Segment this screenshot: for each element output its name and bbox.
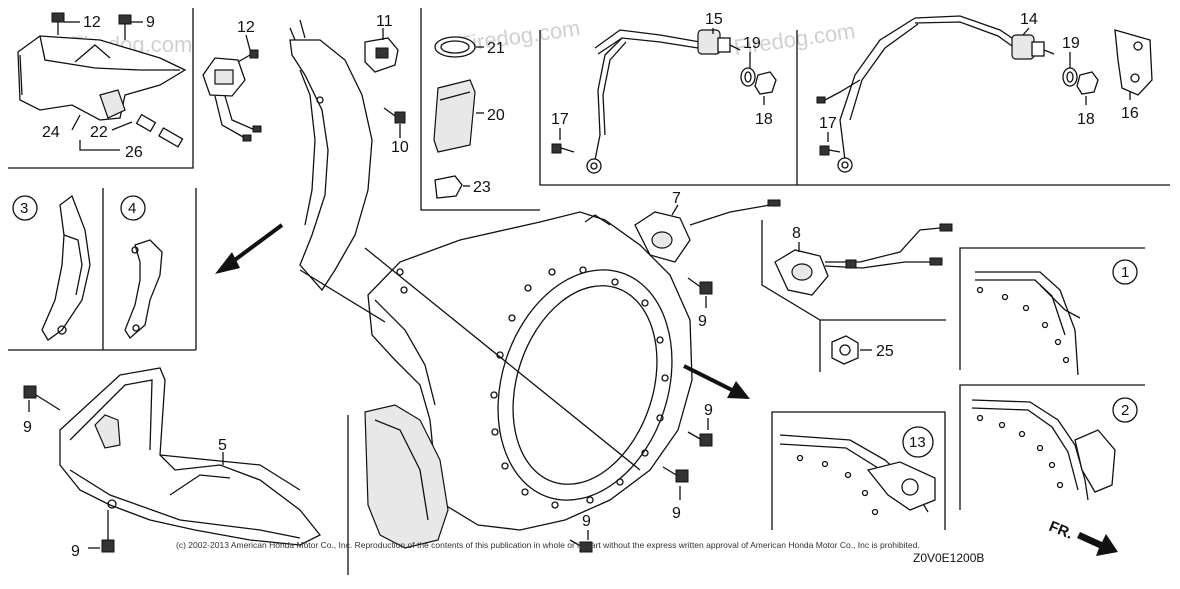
bolt-9-shroud-c [569,539,593,553]
clip-23 [434,175,463,199]
part-label: 9 [71,543,80,560]
svg-text:13: 13 [909,434,926,451]
part-label: 10 [391,139,409,156]
part-label: 7 [672,190,681,207]
bolt-12-top [51,12,65,35]
part-label: 12 [83,14,101,31]
part-label: 17 [819,115,837,132]
part-label: 5 [218,437,227,454]
clamp-21 [434,36,476,58]
part-label: 18 [755,111,773,128]
part-label: 16 [1121,105,1139,122]
sensor-wire-assembly-15 [586,29,741,174]
bolt-10 [383,107,406,124]
part-label: 9 [146,14,155,31]
diagram-code: Z0V0E1200B [913,551,984,565]
part-label: 18 [1077,111,1095,128]
detail-view-2: 2 [959,384,1145,510]
part-label: 8 [792,225,801,242]
sensor-8 [774,223,953,296]
part-label: 9 [23,419,32,436]
part-label: 23 [473,179,491,196]
callout-4: 4 [120,195,146,221]
direction-arrow-left [215,223,284,274]
part-label: 20 [487,107,505,124]
part-label: 22 [90,124,108,141]
watermark: Firedog.com [457,15,582,57]
part-label: 24 [42,124,60,141]
part-label: 11 [376,13,393,30]
part-label: 19 [1062,35,1080,52]
front-direction-marker: FR. [1047,518,1118,556]
nut-18b [1076,71,1099,95]
nut-18a [754,71,777,95]
shroud-variant-3 [41,194,91,341]
direction-arrow-right [683,364,750,399]
svg-text:1: 1 [1121,264,1129,281]
svg-text:2: 2 [1121,402,1129,419]
fan-shroud [364,211,693,549]
svg-text:4: 4 [128,200,136,217]
screw-17b [819,145,841,156]
part-label: 19 [743,35,761,52]
clip-11 [364,37,399,73]
part-label: 15 [705,11,723,28]
part-label: 9 [582,513,591,530]
part-label: 14 [1020,11,1038,28]
part-label: 9 [672,505,681,522]
sensor-7 [634,199,781,263]
part-label: 12 [237,19,255,36]
bolt-9-top [118,14,132,40]
washer-19a [740,67,756,87]
switch-part [202,49,262,142]
air-guide-baffle [289,19,373,292]
sensor-wire-assembly-14 [816,15,1055,173]
svg-text:FR.: FR. [1047,518,1076,543]
detail-view-1: 1 [959,247,1145,376]
detail-view-13: 13 [771,411,946,530]
foam-20 [433,79,476,153]
part-label: 17 [551,111,569,128]
bolt-9-sensor [687,277,713,295]
part-label: 25 [876,343,894,360]
section-dividers [8,8,1170,575]
bracket-assembly-24 [17,35,187,148]
bracket-16 [1114,29,1153,96]
bolt-9-shroud-b [662,466,689,483]
lower-guard-5 [59,367,322,546]
screw-17a [551,143,575,154]
callout-3: 3 [12,195,38,221]
bolt-9-guard-bottom [101,510,115,553]
copyright-notice: (c) 2002-2013 American Honda Motor Co., … [176,540,920,550]
bolt-9-shroud-a [687,431,713,447]
bolt-9-guard-top [23,385,61,411]
part-label: 26 [125,144,143,161]
nut-25 [831,335,859,365]
washer-19b [1062,67,1078,87]
part-label: 9 [698,313,707,330]
shroud-variant-4 [124,239,163,339]
part-label: 9 [704,402,713,419]
svg-text:3: 3 [20,200,28,217]
part-label: 21 [487,40,505,57]
